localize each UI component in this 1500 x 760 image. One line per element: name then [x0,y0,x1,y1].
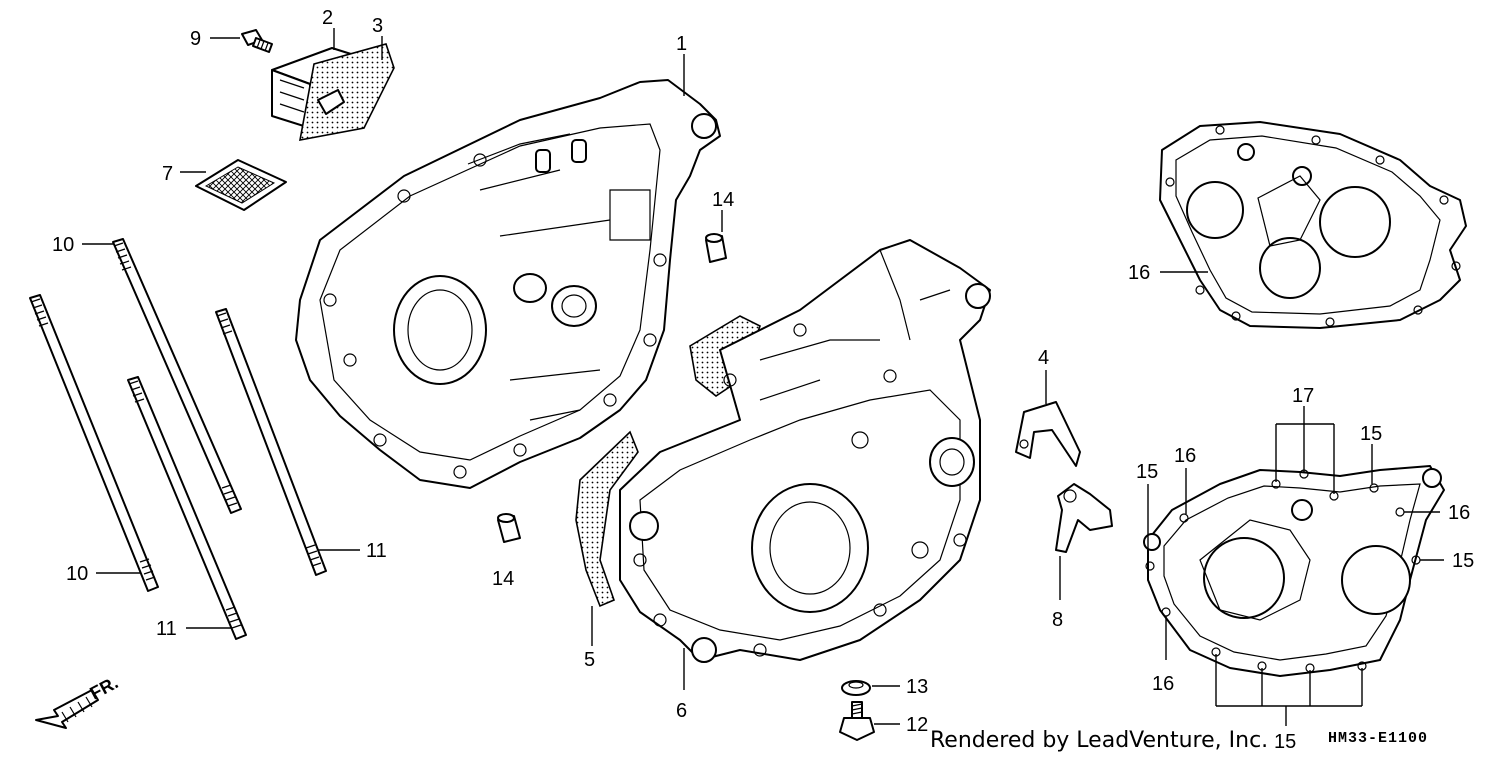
callout-12: 12 [906,714,928,736]
callout-10b: 10 [66,563,88,585]
part-14-dowel-pin-a[interactable] [705,233,727,263]
part-8-bracket[interactable] [1055,483,1113,553]
part-9-bolt[interactable] [241,29,273,53]
leader-15d [1215,654,1363,726]
callout-15b: 15 [1360,423,1382,445]
part-10-stud-bolt-long[interactable] [112,238,242,514]
part-11-stud-bolt-b[interactable] [127,376,247,640]
callout-1: 1 [676,33,687,55]
part-6-right-crankcase[interactable] [619,239,991,663]
callout-5: 5 [584,649,595,671]
callout-2: 2 [322,7,333,29]
part-14-dowel-pin-b[interactable] [497,513,521,543]
callout-15d: 15 [1274,731,1296,753]
part-10-stud-bolt-long-b[interactable] [29,294,159,592]
part-11-stud-bolt[interactable] [215,308,327,576]
callout-16b: 16 [1174,445,1196,467]
callout-13: 13 [906,676,928,698]
callout-15a: 15 [1136,461,1158,483]
part-12-drain-bolt[interactable] [839,701,875,741]
part-7-oil-strainer-screen[interactable] [195,159,287,211]
part-13-sealing-washer[interactable] [841,680,871,696]
callout-7: 7 [162,163,173,185]
callout-9: 9 [190,28,201,50]
part-1-left-crankcase[interactable] [295,79,721,489]
callout-16d: 16 [1152,673,1174,695]
callout-11b: 11 [156,618,177,640]
callout-11a: 11 [366,540,387,562]
render-credit: Rendered by LeadVenture, Inc. [930,728,1269,753]
callout-4: 4 [1038,347,1049,369]
part-3-breather-plate[interactable] [299,43,395,142]
drawing-code: HM33-E1100 [1328,730,1429,747]
part-4-bracket[interactable] [1015,401,1081,467]
callout-14a: 14 [712,189,734,211]
callout-14b: 14 [492,568,514,590]
callout-8: 8 [1052,609,1063,631]
callout-16a: 16 [1128,262,1150,284]
callout-6: 6 [676,700,687,722]
callout-3: 3 [372,15,383,37]
callout-17: 17 [1292,385,1314,407]
front-direction-arrow: FR. [35,672,121,729]
callout-15c: 15 [1452,550,1474,572]
callout-16c: 16 [1448,502,1470,524]
part-gasket-lower-right[interactable] [1143,465,1445,677]
part-16-gasket-upper[interactable] [1159,121,1467,329]
callout-10a: 10 [52,234,74,256]
leader-17 [1275,406,1335,494]
